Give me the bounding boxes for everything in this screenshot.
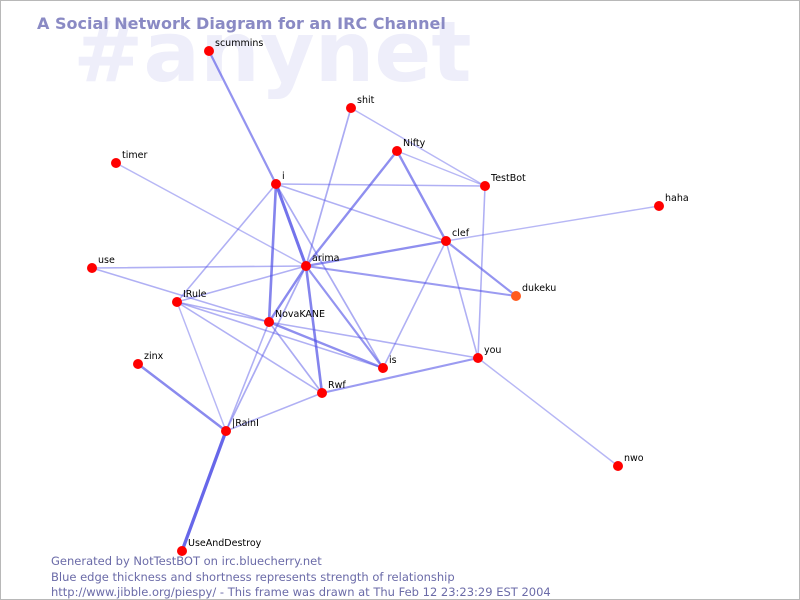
- edge-clef-is: [382, 240, 447, 369]
- edge-novakane-rwf: [268, 321, 323, 394]
- edge-rwf-you: [320, 356, 480, 395]
- node-label-is: is: [389, 355, 397, 366]
- edge-arima-irainl: [225, 265, 307, 432]
- edge-i-clef: [275, 183, 447, 242]
- node-label-nwo: nwo: [624, 453, 644, 464]
- edges-layer: [91, 49, 660, 553]
- node-label-zinx: zinx: [144, 351, 164, 362]
- node-label-arima: arima: [312, 253, 339, 264]
- node-irainl[interactable]: [221, 426, 231, 436]
- node-irule[interactable]: [172, 297, 182, 307]
- footer-source: http://www.jibble.org/piespy/ - This fra…: [51, 585, 551, 599]
- node-is[interactable]: [378, 363, 388, 373]
- node-shit[interactable]: [346, 103, 356, 113]
- diagram-title: A Social Network Diagram for an IRC Chan…: [37, 14, 446, 33]
- node-label-irainl: |RainI: [232, 418, 259, 429]
- edge-you-nwo: [477, 357, 619, 467]
- node-label-useanddestroy: UseAndDestroy: [188, 538, 262, 549]
- edge-i-testbot: [275, 183, 486, 187]
- edge-novakane-irainl: [225, 321, 270, 432]
- node-label-testbot: TestBot: [490, 173, 526, 184]
- edge-arima-rwf: [304, 264, 324, 395]
- node-timer[interactable]: [111, 158, 121, 168]
- edge-irule-is: [176, 301, 384, 369]
- node-novakane[interactable]: [264, 317, 274, 327]
- edge-testbot-you: [477, 185, 486, 359]
- channel-watermark: #anynet: [73, 3, 472, 101]
- node-useanddestroy[interactable]: [177, 546, 187, 556]
- footer-generated-by: Generated by NotTestBOT on irc.bluecherr…: [51, 554, 322, 568]
- edge-arima-irule: [176, 265, 307, 303]
- edge-i-arima: [274, 182, 308, 268]
- edge-clef-dukeku: [444, 239, 518, 298]
- node-haha[interactable]: [654, 201, 664, 211]
- edge-zinx-irainl: [136, 362, 228, 433]
- edge-arima-dukeku: [304, 264, 518, 298]
- edge-arima-use: [91, 265, 307, 269]
- edge-shit-testbot: [350, 107, 486, 187]
- node-label-scummins: scummins: [215, 38, 263, 49]
- node-label-clef: clef: [452, 228, 470, 239]
- edge-irainl-useanddestroy: [180, 429, 228, 553]
- node-you[interactable]: [473, 353, 483, 363]
- node-scummins[interactable]: [204, 46, 214, 56]
- node-label-you: you: [484, 345, 501, 356]
- footer-legend: Blue edge thickness and shortness repres…: [51, 570, 455, 584]
- node-rwf[interactable]: [317, 388, 327, 398]
- edge-irule-irainl: [176, 301, 227, 432]
- node-use[interactable]: [87, 263, 97, 273]
- edge-use-novakane: [91, 267, 270, 323]
- node-label-timer: timer: [122, 150, 147, 161]
- node-label-rwf: Rwf: [328, 380, 346, 391]
- edge-scummins-i: [207, 49, 278, 186]
- node-label-dukeku: dukeku: [522, 283, 556, 294]
- node-label-irule: IRule: [183, 289, 207, 300]
- node-clef[interactable]: [441, 236, 451, 246]
- node-label-novakane: NovaKANE: [275, 309, 325, 320]
- edge-i-novakane: [267, 182, 278, 324]
- edge-timer-arima: [115, 162, 307, 267]
- edge-clef-arima: [304, 239, 448, 268]
- edge-i-is: [275, 183, 384, 369]
- node-label-use: use: [98, 255, 115, 266]
- node-nwo[interactable]: [613, 461, 623, 471]
- node-arima[interactable]: [301, 261, 311, 271]
- node-nifty[interactable]: [392, 146, 402, 156]
- edge-nifty-clef: [395, 149, 448, 243]
- nodes-layer: [87, 46, 664, 556]
- node-i[interactable]: [271, 179, 281, 189]
- edge-haha-clef: [445, 205, 660, 242]
- edge-shit-arima: [305, 107, 352, 267]
- edge-novakane-is: [267, 320, 385, 370]
- edge-arima-novakane: [267, 264, 308, 324]
- node-testbot[interactable]: [480, 181, 490, 191]
- node-zinx[interactable]: [133, 359, 143, 369]
- edge-arima-is: [304, 264, 385, 370]
- edge-rwf-irainl: [225, 392, 323, 432]
- edge-i-irule: [176, 183, 277, 303]
- edge-clef-you: [445, 240, 479, 359]
- node-label-shit: shit: [357, 95, 375, 106]
- edge-irule-novakane: [176, 301, 270, 323]
- edge-irule-rwf: [176, 301, 323, 394]
- node-label-nifty: Nifty: [403, 138, 426, 149]
- node-label-i: i: [282, 171, 285, 182]
- edge-novakane-you: [268, 321, 479, 359]
- edge-nifty-arima: [304, 149, 399, 268]
- edge-nifty-testbot: [396, 150, 486, 187]
- node-dukeku[interactable]: [511, 291, 521, 301]
- node-label-haha: haha: [665, 193, 689, 204]
